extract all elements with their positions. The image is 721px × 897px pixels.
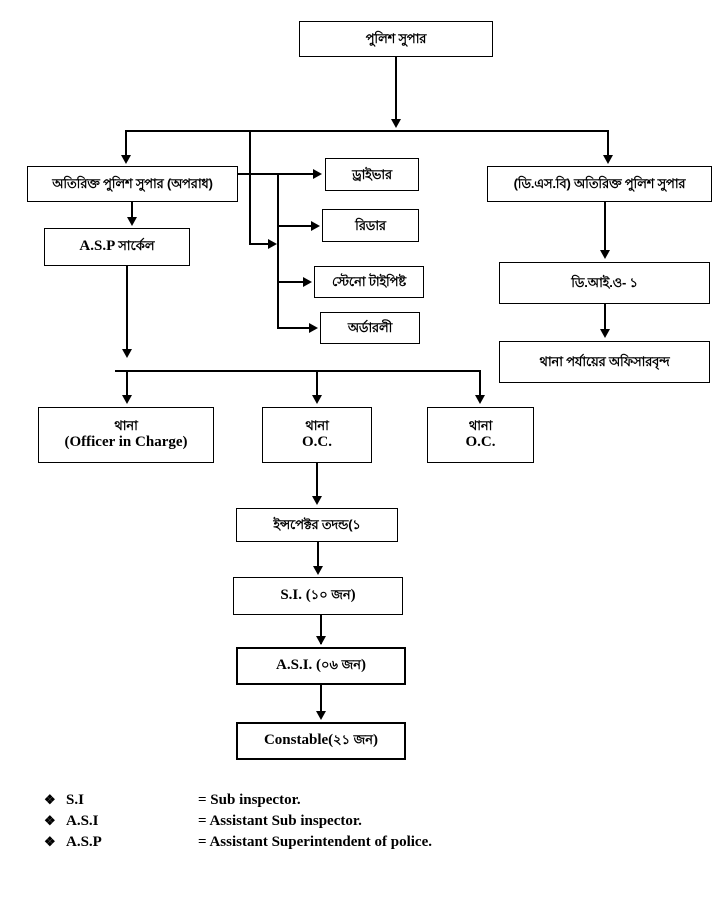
arrow-dsb-to-dio <box>600 250 610 259</box>
node-constable[interactable]: Constable(২১ জন) <box>236 722 406 760</box>
connector-bus-to-middle-feed <box>249 130 251 243</box>
node-inspector-investigation[interactable]: ইন্সপেক্টর তদন্ড(১ <box>236 508 398 542</box>
node-si[interactable]: S.I. (১০ জন) <box>233 577 403 615</box>
arrow-asp-to-thana-bus <box>122 349 132 358</box>
node-dio-1[interactable]: ডি.আই.ও- ১ <box>499 262 710 304</box>
arrow-bus-to-dsb <box>603 155 613 164</box>
connector-bus-to-steno <box>277 281 305 283</box>
arrow-bus-to-thana-oc-1 <box>312 395 322 404</box>
node-label: পুলিশ সুপার <box>365 31 427 47</box>
node-label: স্টেনো টাইপিষ্ট <box>332 274 406 290</box>
node-label: অর্ডারলী <box>347 320 393 336</box>
node-asi[interactable]: A.S.I. (০৬ জন) <box>236 647 406 685</box>
node-thana-level-officers[interactable]: থানা পর্যায়ের অফিসারবৃন্দ <box>499 341 710 383</box>
node-label-line2: O.C. <box>465 433 496 450</box>
connector-middle-feed-horizontal <box>249 243 271 245</box>
diamond-bullet-icon: ❖ <box>44 813 56 828</box>
node-label: Constable(২১ জন) <box>263 732 379 749</box>
legend-item: ❖ A.S.I = Assistant Sub inspector. <box>44 813 432 834</box>
connector-thana-to-inspector <box>316 463 318 499</box>
arrow-into-middle-bus <box>268 239 277 249</box>
connector-main-bus <box>125 130 609 132</box>
connector-thana-bus <box>115 370 481 372</box>
node-reader[interactable]: রিডার <box>322 209 419 242</box>
connector-bus-to-thana-oic <box>126 370 128 397</box>
node-label: ডি.আই.ও- ১ <box>571 275 638 291</box>
arrow-bus-to-orderly <box>309 323 318 333</box>
node-steno-typist[interactable]: স্টেনো টাইপিষ্ট <box>314 266 424 298</box>
connector-addl-sp-to-asp <box>131 202 133 220</box>
legend-definition: = Assistant Superintendent of police. <box>198 834 432 850</box>
arrow-addl-sp-to-asp <box>127 217 137 226</box>
node-label: S.I. (১০ জন) <box>280 587 356 604</box>
legend-definition: = Sub inspector. <box>198 792 301 808</box>
node-label: অতিরিক্ত পুলিশ সুপার (অপরাধ) <box>52 176 213 192</box>
connector-inspector-to-si <box>317 542 319 571</box>
node-label-line2: O.C. <box>302 433 332 450</box>
arrow-super-to-bus <box>391 119 401 128</box>
node-label: A.S.P সার্কেল <box>79 238 155 255</box>
node-label: (ডি.এস.বি) অতিরিক্ত পুলিশ সুপার <box>513 176 686 192</box>
node-asp-circle[interactable]: A.S.P সার্কেল <box>44 228 190 266</box>
legend-term: S.I <box>66 792 84 808</box>
arrow-asp-to-driver <box>313 169 322 179</box>
connector-bus-to-addl-sp <box>125 130 127 158</box>
legend-item: ❖ A.S.P = Assistant Superintendent of po… <box>44 834 432 855</box>
connector-asi-to-constable <box>320 685 322 715</box>
connector-middle-vertical-bus <box>277 173 279 329</box>
arrow-asi-to-constable <box>316 711 326 720</box>
arrow-bus-to-steno <box>303 277 312 287</box>
connector-asp-to-driver <box>190 173 315 175</box>
node-police-super[interactable]: পুলিশ সুপার <box>299 21 493 57</box>
connector-super-down <box>395 57 397 123</box>
arrow-dio-to-thana-officers <box>600 329 610 338</box>
arrow-si-to-asi <box>316 636 326 645</box>
node-orderly[interactable]: অর্ডারলী <box>320 312 420 344</box>
node-dsb-additional-sp[interactable]: (ডি.এস.বি) অতিরিক্ত পুলিশ সুপার <box>487 166 712 202</box>
node-driver[interactable]: ড্রাইভার <box>325 158 419 191</box>
connector-bus-to-thana-oc-1 <box>316 370 318 397</box>
connector-bus-to-thana-oc-2 <box>479 370 481 397</box>
connector-bus-to-reader <box>277 225 313 227</box>
arrow-thana-to-inspector <box>312 496 322 505</box>
connector-si-to-asi <box>320 615 322 644</box>
diamond-bullet-icon: ❖ <box>44 792 56 807</box>
connector-bus-to-orderly <box>277 327 311 329</box>
connector-dsb-to-dio <box>604 202 606 252</box>
legend: ❖ S.I = Sub inspector. ❖ A.S.I = Assista… <box>44 792 432 855</box>
arrow-bus-to-reader <box>311 221 320 231</box>
legend-item: ❖ S.I = Sub inspector. <box>44 792 432 813</box>
arrow-inspector-to-si <box>313 566 323 575</box>
legend-term: A.S.I <box>66 813 99 829</box>
legend-definition: = Assistant Sub inspector. <box>198 813 362 829</box>
node-thana-officer-in-charge[interactable]: থানা (Officer in Charge) <box>38 407 214 463</box>
node-label: রিডার <box>355 217 386 233</box>
node-label-line1: থানা <box>114 418 138 434</box>
node-additional-sp-crime[interactable]: অতিরিক্ত পুলিশ সুপার (অপরাধ) <box>27 166 238 202</box>
connector-bus-to-dsb <box>607 130 609 158</box>
node-label: ইন্সপেক্টর তদন্ড(১ <box>273 517 361 533</box>
node-label: ড্রাইভার <box>352 166 392 182</box>
arrow-bus-to-addl-sp <box>121 155 131 164</box>
arrow-bus-to-thana-oc-2 <box>475 395 485 404</box>
node-label: A.S.I. (০৬ জন) <box>276 657 366 674</box>
connector-asp-to-thana-bus <box>126 266 128 352</box>
connector-dio-to-thana-officers <box>604 304 606 332</box>
diamond-bullet-icon: ❖ <box>44 834 56 849</box>
legend-term: A.S.P <box>66 834 102 850</box>
node-label-line1: থানা <box>468 418 493 434</box>
node-label-line2: (Officer in Charge) <box>64 433 188 450</box>
node-label: থানা পর্যায়ের অফিসারবৃন্দ <box>539 354 670 370</box>
node-thana-oc-2[interactable]: থানা O.C. <box>427 407 534 463</box>
node-label-line1: থানা <box>305 418 329 434</box>
arrow-bus-to-thana-oic <box>122 395 132 404</box>
node-thana-oc-1[interactable]: থানা O.C. <box>262 407 372 463</box>
